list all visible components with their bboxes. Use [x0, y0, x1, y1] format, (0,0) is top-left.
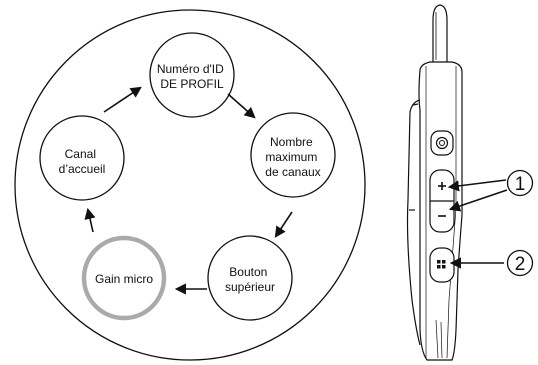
- callout-1-number: 1: [515, 174, 526, 195]
- arrow-mic-gain-to-home-channel: [84, 207, 96, 233]
- menu-button[interactable]: [429, 247, 455, 283]
- svg-text:Gain micro: Gain micro: [95, 272, 153, 286]
- node-max-channels-line-2: maximum: [265, 150, 317, 164]
- node-max-channels-line-3: de canaux: [265, 165, 320, 179]
- radio-belt-clip: [406, 99, 421, 346]
- power-icon: [435, 136, 449, 150]
- radio-side-view: [406, 4, 463, 361]
- node-home-channel-line-2: d’accueil: [59, 162, 106, 176]
- node-mic-gain-line-1: Gain micro: [95, 272, 153, 286]
- arrow-home-channel-to-profile: [103, 86, 142, 113]
- node-home-channel-line-1: Canal: [65, 147, 96, 161]
- volume-rocker[interactable]: [429, 169, 455, 233]
- arrow-max-channels-to-top-button: [274, 211, 293, 238]
- svg-text:Canal d’accueil: Canal d’accueil: [59, 147, 106, 176]
- node-home-channel: Canal d’accueil: [39, 115, 125, 201]
- callout-2: 2: [506, 249, 534, 277]
- menu-grid-icon: [437, 260, 446, 269]
- svg-text:Numéro d'ID DE PROFIL: Numéro d'ID DE PROFIL: [157, 62, 227, 91]
- node-top-button-line-2: supérieur: [225, 280, 275, 294]
- radio-antenna: [432, 4, 448, 62]
- node-mic-gain: Gain micro: [81, 235, 167, 321]
- callout-2-number: 2: [515, 254, 526, 275]
- node-profile-id-line-2: DE PROFIL: [160, 77, 224, 91]
- power-button[interactable]: [430, 130, 454, 156]
- menu-cycle-boundary: [14, 9, 366, 361]
- node-profile-id: Numéro d'ID DE PROFIL: [149, 32, 235, 118]
- svg-text:Bouton supérieur: Bouton supérieur: [225, 265, 275, 294]
- menu-cycle-nodes: Numéro d'ID DE PROFIL Nombre maximum de …: [39, 32, 336, 321]
- callout-lines: [447, 179, 508, 269]
- node-max-channels-line-1: Nombre: [270, 135, 313, 149]
- node-max-channels: Nombre maximum de canaux: [250, 112, 336, 198]
- node-profile-id-line-1: Numéro d'ID: [157, 62, 224, 76]
- svg-text:Nombre maximum: Nombre maximum de canaux: [265, 135, 320, 179]
- node-top-button: Bouton supérieur: [207, 235, 293, 321]
- node-top-button-line-1: Bouton: [229, 265, 267, 279]
- menu-cycle-arrows: [84, 86, 293, 295]
- callout-1: 1: [506, 169, 534, 197]
- plus-icon: [438, 182, 446, 190]
- arrow-profile-to-max-channels: [227, 93, 256, 119]
